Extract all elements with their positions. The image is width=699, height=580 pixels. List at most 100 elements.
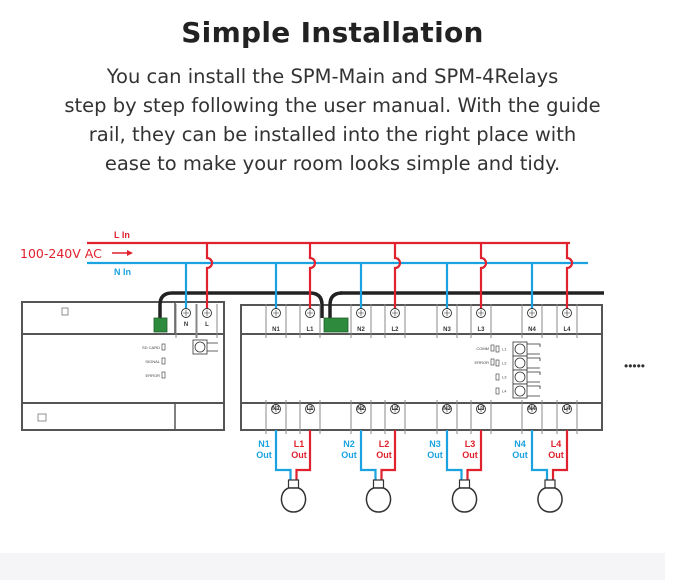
label-icon bbox=[37, 413, 47, 422]
led-icon bbox=[495, 387, 500, 395]
output-label: N3 bbox=[429, 439, 441, 449]
relay-button-lead bbox=[527, 371, 541, 383]
terminal-label: L3 bbox=[477, 327, 485, 333]
arrow-right-icon bbox=[112, 250, 133, 256]
screw-slot bbox=[183, 310, 189, 316]
description-line: step by step following the user manual. … bbox=[64, 94, 601, 117]
neutral-out-wire bbox=[274, 430, 292, 482]
neutral-out-wire bbox=[359, 430, 377, 482]
screw-slot bbox=[273, 310, 279, 316]
connector-icon bbox=[323, 317, 349, 333]
live-out-wire bbox=[551, 430, 569, 482]
screw-slot bbox=[307, 310, 313, 316]
output-label: N4 bbox=[514, 439, 526, 449]
terminal-label: N3 bbox=[443, 406, 451, 412]
output-label: N1 bbox=[258, 439, 270, 449]
output-label: Out bbox=[376, 450, 392, 460]
led-icon bbox=[161, 357, 166, 365]
connector-icon bbox=[153, 317, 168, 333]
screw-slot bbox=[444, 310, 450, 316]
live-wire bbox=[479, 243, 488, 310]
neutral-out-wire bbox=[445, 430, 463, 482]
output-label: Out bbox=[548, 450, 564, 460]
led-icon bbox=[490, 358, 495, 366]
terminal-label: N4 bbox=[528, 406, 536, 412]
led-icon bbox=[495, 359, 500, 367]
led-label: COMM bbox=[476, 346, 489, 351]
screw-slot bbox=[564, 406, 570, 412]
terminal-label: N4 bbox=[528, 327, 536, 333]
screw-slot bbox=[204, 310, 210, 316]
led-icon bbox=[495, 373, 500, 381]
output-label: N2 bbox=[343, 439, 355, 449]
n-in-label: N In bbox=[114, 267, 131, 277]
output-label: L4 bbox=[551, 439, 562, 449]
relay-channel-label: L3 bbox=[502, 375, 507, 380]
output-label: Out bbox=[341, 450, 357, 460]
terminal-label: L3 bbox=[477, 406, 485, 412]
terminal-label: L4 bbox=[563, 406, 571, 412]
led-icon bbox=[161, 343, 166, 351]
light-bulb-icon bbox=[451, 487, 478, 513]
screw-slot bbox=[307, 406, 313, 412]
relay-button-icon bbox=[514, 371, 526, 383]
output-label: Out bbox=[462, 450, 478, 460]
led-label: SD CARD bbox=[142, 345, 160, 350]
output-label: Out bbox=[256, 450, 272, 460]
led-icon bbox=[490, 344, 495, 352]
terminal-label: L1 bbox=[306, 406, 314, 412]
live-wire bbox=[393, 243, 402, 310]
light-bulb-icon bbox=[537, 487, 563, 513]
led-label: ERROR bbox=[146, 373, 161, 378]
screw-slot bbox=[392, 406, 398, 412]
description: You can install the SPM-Main and SPM-4Re… bbox=[0, 62, 665, 178]
relay-channel-label: L1 bbox=[502, 347, 507, 352]
live-out-wire bbox=[466, 430, 483, 482]
bus-cable bbox=[328, 291, 343, 318]
relay-button-icon bbox=[514, 385, 526, 397]
bulb-base-icon bbox=[287, 479, 300, 489]
relay-button-lead bbox=[527, 357, 541, 369]
relay-channel-label: L4 bbox=[502, 389, 507, 394]
screw-slot bbox=[273, 406, 279, 412]
light-bulb-icon bbox=[365, 487, 392, 513]
relay-button-icon bbox=[514, 357, 526, 369]
label-icon bbox=[61, 307, 69, 316]
terminal-label: L1 bbox=[306, 327, 314, 333]
live-out-wire bbox=[380, 430, 397, 482]
screw-slot bbox=[564, 310, 570, 316]
terminal-label: N2 bbox=[357, 406, 365, 412]
output-label: L1 bbox=[294, 439, 305, 449]
live-wire bbox=[308, 243, 317, 310]
screw-slot bbox=[358, 406, 364, 412]
led-label: ERROR bbox=[475, 360, 490, 365]
terminal-label: L bbox=[205, 322, 209, 328]
output-label: L2 bbox=[379, 439, 390, 449]
output-label: L3 bbox=[465, 439, 476, 449]
terminal-label: L4 bbox=[563, 327, 571, 333]
diagram-generated: N1N1L1L1N2N2L2L2N3N3L3L3N4N4L4L4L1L2L3L4… bbox=[153, 243, 578, 513]
led-icon bbox=[495, 345, 500, 353]
bulb-base-icon bbox=[544, 479, 556, 489]
live-wire bbox=[565, 243, 574, 310]
bus-cable bbox=[158, 291, 324, 318]
bulb-base-icon bbox=[458, 479, 471, 489]
screw-slot bbox=[358, 310, 364, 316]
relay-button-lead bbox=[527, 343, 541, 355]
bulb-base-icon bbox=[372, 479, 385, 489]
footer-band bbox=[0, 553, 665, 580]
screw-slot bbox=[444, 406, 450, 412]
neutral-out-wire bbox=[530, 430, 549, 482]
output-label: Out bbox=[291, 450, 307, 460]
led-label: SIGNAL bbox=[145, 359, 160, 364]
screw-slot bbox=[529, 310, 535, 316]
screw-slot bbox=[529, 406, 535, 412]
l-in-label: L In bbox=[114, 230, 130, 240]
terminal-label: N1 bbox=[272, 406, 280, 412]
wiring-diagram: 100-240V AC L In N In SD CARD SIGNAL ERR… bbox=[20, 230, 645, 513]
relay-button-icon bbox=[514, 343, 526, 355]
description-line: rail, they can be installed into the rig… bbox=[88, 123, 577, 146]
live-out-wire bbox=[295, 430, 312, 482]
screw-slot bbox=[478, 310, 484, 316]
led-icon bbox=[161, 371, 166, 379]
